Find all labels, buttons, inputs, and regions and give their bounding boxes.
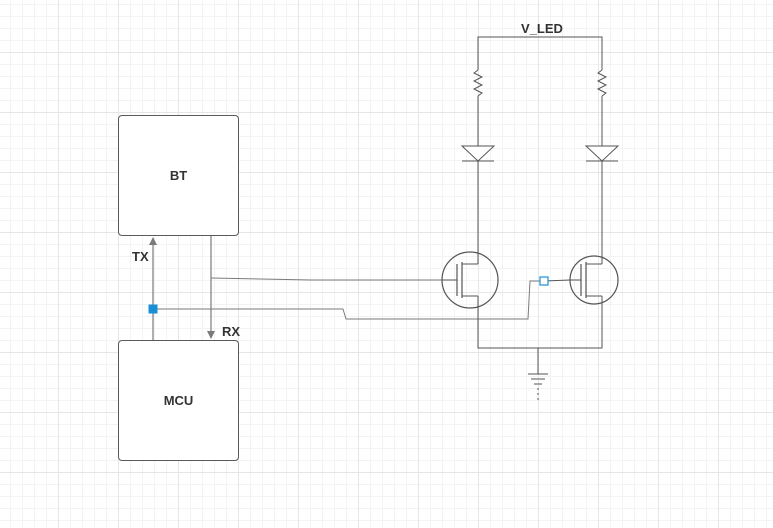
rx-label: RX (222, 324, 241, 339)
connection-point-handle[interactable] (539, 276, 549, 286)
v-led-label: V_LED (521, 21, 563, 36)
bt-to-mosfet1-wire[interactable] (210, 277, 442, 281)
resistor-icon (472, 69, 484, 97)
selected-junction-handle[interactable] (148, 304, 158, 314)
ground-bus[interactable] (477, 296, 603, 349)
led-icon (584, 145, 620, 162)
v-led-rail[interactable] (477, 36, 603, 70)
led-icon (460, 145, 496, 162)
ground-icon (528, 373, 548, 400)
mcu-label: MCU (163, 393, 194, 408)
mosfet-icon (441, 251, 499, 309)
mosfet-icon (569, 255, 619, 305)
bt-label: BT (169, 168, 188, 183)
tx-label: TX (132, 249, 149, 264)
tx-to-mosfet2-wire[interactable] (153, 280, 544, 320)
bt-block[interactable]: BT (118, 115, 239, 236)
mcu-block[interactable]: MCU (118, 340, 239, 461)
resistor-icon (596, 69, 608, 97)
